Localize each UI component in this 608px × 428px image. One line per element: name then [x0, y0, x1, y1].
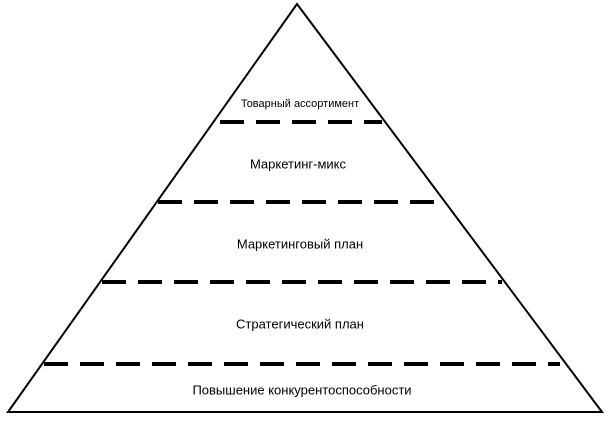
level-label-5: Повышение конкурентоспособности — [192, 382, 411, 397]
level-label-2: Маркетинг-микс — [250, 156, 347, 171]
level-label-1: Товарный ассортимент — [241, 98, 359, 110]
pyramid-outline — [6, 2, 604, 413]
level-label-3: Маркетинговый план — [237, 236, 363, 251]
level-label-4: Стратегический план — [236, 316, 364, 331]
